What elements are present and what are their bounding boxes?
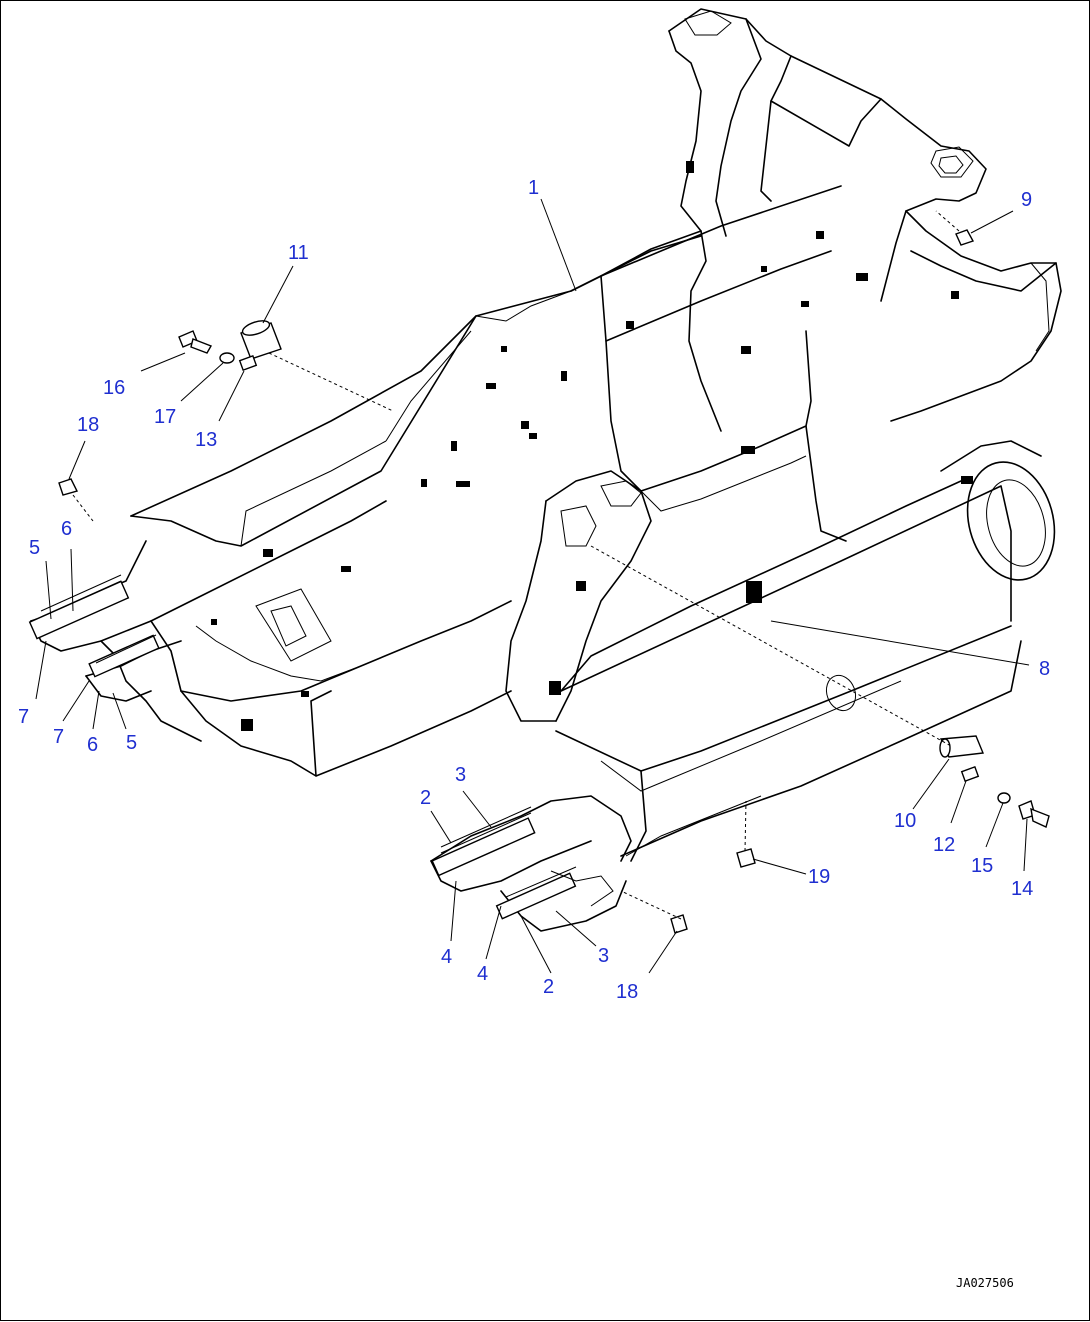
callout-8: 8 bbox=[1039, 658, 1050, 680]
callout-18: 18 bbox=[77, 414, 99, 436]
callout-7: 7 bbox=[53, 726, 64, 748]
loose-parts bbox=[58, 229, 1050, 934]
callout-14: 14 bbox=[1011, 878, 1033, 900]
callout-4: 4 bbox=[441, 946, 452, 968]
callout-17: 17 bbox=[154, 406, 176, 428]
main-frame-drawing bbox=[28, 8, 1062, 932]
callout-7: 7 bbox=[18, 706, 29, 728]
callout-10: 10 bbox=[894, 810, 916, 832]
callout-labels: 1 2 2 3 3 4 4 5 5 6 6 7 7 8 9 10 11 12 1… bbox=[18, 177, 1050, 1003]
callout-19: 19 bbox=[808, 866, 830, 888]
callout-2: 2 bbox=[543, 976, 554, 998]
callout-18: 18 bbox=[616, 981, 638, 1003]
callout-3: 3 bbox=[455, 764, 466, 786]
drawing-code: JA027506 bbox=[956, 1276, 1014, 1290]
callout-2: 2 bbox=[420, 787, 431, 809]
callout-11: 11 bbox=[288, 242, 309, 264]
callout-6: 6 bbox=[61, 518, 72, 540]
callout-9: 9 bbox=[1021, 189, 1032, 211]
callout-13: 13 bbox=[195, 429, 217, 451]
callout-16: 16 bbox=[103, 377, 125, 399]
callout-4: 4 bbox=[477, 963, 488, 985]
leader-lines bbox=[35, 198, 1030, 974]
callout-6: 6 bbox=[87, 734, 98, 756]
callout-5: 5 bbox=[29, 537, 40, 559]
callout-5: 5 bbox=[126, 732, 137, 754]
callout-3: 3 bbox=[598, 945, 609, 967]
callout-12: 12 bbox=[933, 834, 955, 856]
callout-1: 1 bbox=[528, 177, 539, 199]
callout-15: 15 bbox=[971, 855, 993, 877]
